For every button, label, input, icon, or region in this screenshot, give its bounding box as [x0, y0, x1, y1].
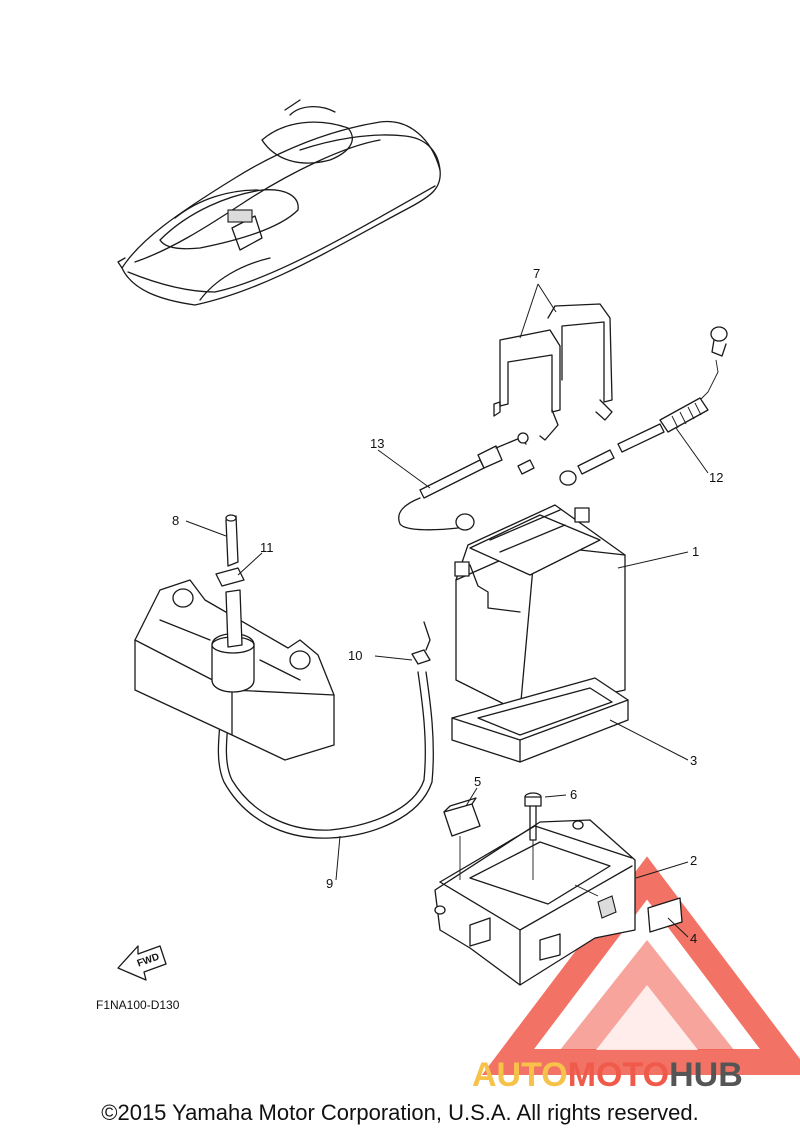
- battery-lead-part-12: [559, 326, 728, 486]
- callout-6: 6: [570, 787, 577, 802]
- bolt-part-6: [524, 792, 542, 880]
- callout-10: 10: [348, 648, 362, 663]
- callout-9: 9: [326, 876, 333, 891]
- breather-pipe-part-8: [215, 514, 245, 587]
- callout-12: 12: [709, 470, 723, 485]
- svg-text:AUTOMOTOHUB: AUTOMOTOHUB: [472, 1056, 743, 1094]
- watermark-logo: AUTOMOTOHUB: [472, 856, 800, 1094]
- callout-3: 3: [690, 753, 697, 768]
- callout-11: 11: [260, 540, 274, 555]
- fwd-arrow-icon: FWD: [117, 945, 167, 981]
- battery-part-1: [454, 504, 626, 713]
- callout-13: 13: [370, 436, 384, 451]
- callout-2: 2: [690, 853, 697, 868]
- battery-band-part-7: [493, 303, 613, 441]
- leader-lines: [185, 283, 709, 938]
- watermark-text-hub: HUB: [669, 1056, 743, 1094]
- watermark-text-auto: AUTO: [472, 1056, 568, 1094]
- callout-labels: 7 1 3 2 4 6 5 12 13 8 11 10 9: [172, 266, 723, 946]
- vent-hose-part-9: [217, 621, 434, 839]
- watermark-text-moto: MOTO: [568, 1056, 669, 1094]
- copyright-notice: ©2015 Yamaha Motor Corporation, U.S.A. A…: [101, 1100, 699, 1125]
- battery-mat-part-3: [451, 677, 629, 763]
- diagram-code: F1NA100-D130: [96, 998, 180, 1012]
- cap-part-5: [443, 797, 481, 880]
- battery-lead-part-13: [398, 432, 535, 531]
- battery-box-part-2: [434, 819, 636, 986]
- watercraft-illustration: [117, 99, 441, 306]
- battery-holder-bracket: [134, 579, 335, 761]
- callout-5: 5: [474, 774, 481, 789]
- callout-1: 1: [692, 544, 699, 559]
- callout-8: 8: [172, 513, 179, 528]
- callout-7: 7: [533, 266, 540, 281]
- callout-4: 4: [690, 931, 697, 946]
